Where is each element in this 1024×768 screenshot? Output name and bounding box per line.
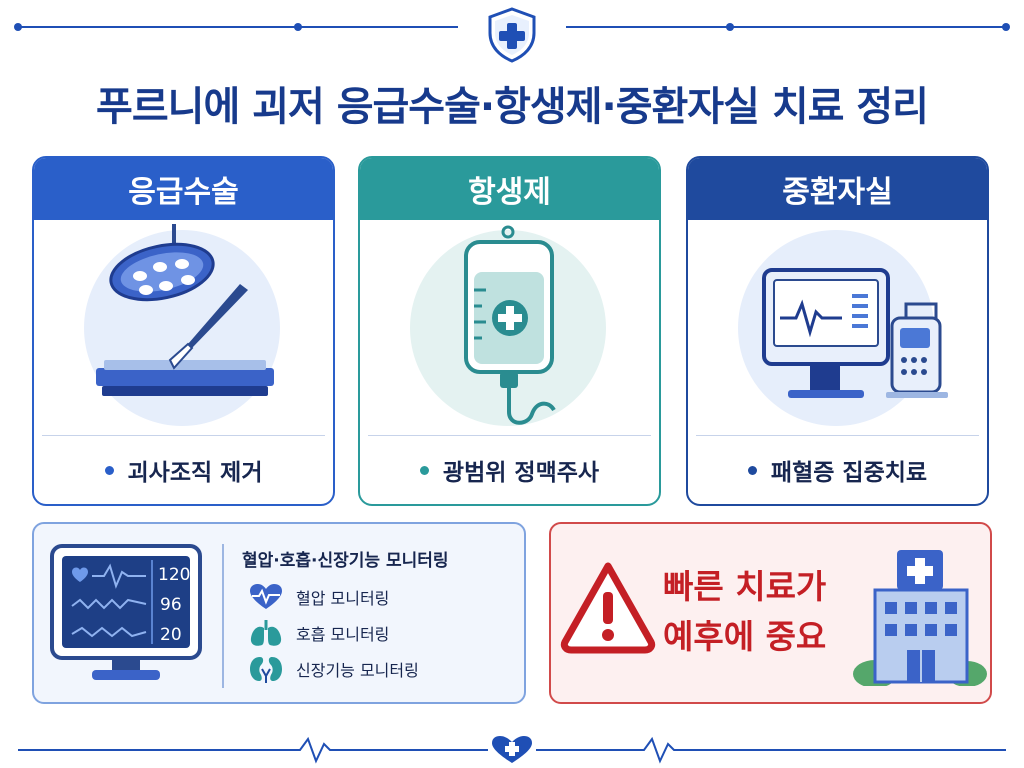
iv-bag-icon [368,220,651,436]
warning-line-1: 빠른 치료가 [663,567,827,606]
card-header: 항생제 [360,158,659,220]
bullet-dot [104,465,114,475]
page-title: 푸르니에 괴저 응급수술·항생제·중환자실 치료 정리 [96,84,929,130]
lungs-icon [250,620,282,646]
monitoring-item-label: 혈압 모니터링 [296,589,390,608]
top-divider-dot [1002,23,1010,31]
warning-triangle-icon [560,562,656,654]
hospital-building-icon [853,550,987,686]
card-icu: 중환자실 패혈증 집중치료 [686,156,989,506]
card-bullet: 광범위 정맥주사 [360,436,659,504]
monitoring-divider [222,544,224,688]
card-antibiotics: 항생제 광범위 정맥주사 [358,156,661,506]
bullet-text: 괴사조직 제거 [127,460,263,486]
monitoring-item-resp: 호흡 모니터링 [248,618,389,648]
warning-line-2: 예후에 중요 [663,617,827,656]
card-emergency-surgery: 응급수술 괴사조직 제거 [32,156,335,506]
surgical-light-scalpel-icon [42,220,325,436]
bullet-text: 광범위 정맥주사 [442,460,600,486]
warning-panel: 빠른 치료가 예후에 중요 [549,522,992,704]
card-bullet: 괴사조직 제거 [34,436,333,504]
top-divider-dot [294,23,302,31]
bullet-dot [747,465,757,475]
card-header: 중환자실 [688,158,987,220]
warning-text: 빠른 치료가 예후에 중요 [663,562,826,662]
bullet-dot [419,465,429,475]
monitoring-title: 혈압·호흡·신장기능 모니터링 [242,551,449,571]
top-divider-dot [14,23,22,31]
bullet-text: 패혈증 집중치료 [770,460,928,486]
monitoring-panel: 120 96 20 혈압·호흡·신장기능 모니터링 혈압 모니터링 호흡 모니터… [32,522,526,704]
monitoring-item-label: 호흡 모니터링 [296,625,390,644]
vital-signs-monitor-icon: 120 96 20 [50,544,202,680]
monitor-value-spo2: 96 [160,595,182,615]
top-divider-right [566,26,1006,28]
bottom-ekg-divider [18,736,1006,764]
monitoring-item-bp: 혈압 모니터링 [248,582,389,612]
monitoring-item-kidney: 신장기능 모니터링 [248,654,419,684]
card-bullet: 패혈증 집중치료 [688,436,987,504]
icu-monitor-icon [696,220,979,436]
top-divider-left [18,26,458,28]
monitoring-item-label: 신장기능 모니터링 [296,661,419,680]
monitor-value-resp: 20 [160,625,182,645]
card-header: 응급수술 [34,158,333,220]
monitor-value-bp: 120 [158,565,190,585]
kidneys-icon [250,657,282,683]
top-divider-dot [726,23,734,31]
heart-pulse-icon [250,584,282,609]
medical-shield-icon [488,7,536,63]
